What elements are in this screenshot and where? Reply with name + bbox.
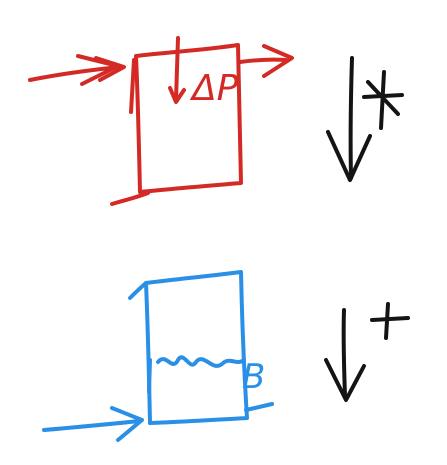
top-inner-arrowhead: [168, 86, 186, 104]
top-direction-arrow: [326, 56, 404, 182]
bottom-sketch: [42, 270, 274, 442]
bottom-inflow-arrowhead: [110, 406, 144, 442]
top-inner-arrow: [174, 36, 180, 102]
top-sketch-label: ΔP: [189, 68, 239, 109]
bottom-box-left-edge: [147, 358, 152, 394]
bottom-sketch-label: B: [242, 357, 265, 397]
top-outflow-arrowhead: [262, 44, 294, 78]
bottom-outflow-arrow: [244, 402, 274, 412]
bottom-box: [144, 270, 249, 425]
top-box: [134, 43, 243, 194]
top-bottom-line: [110, 191, 150, 206]
top-inflow-arrowhead-2: [94, 56, 126, 82]
top-outflow-arrow: [238, 57, 288, 64]
top-box-left-edge: [129, 58, 136, 114]
bottom-direction-arrow: [324, 302, 410, 402]
bottom-inflow-arrow: [42, 419, 142, 432]
top-sketch: [28, 36, 294, 206]
bottom-box-top-lip: [128, 281, 148, 300]
bottom-inner-scribble: [156, 355, 246, 368]
